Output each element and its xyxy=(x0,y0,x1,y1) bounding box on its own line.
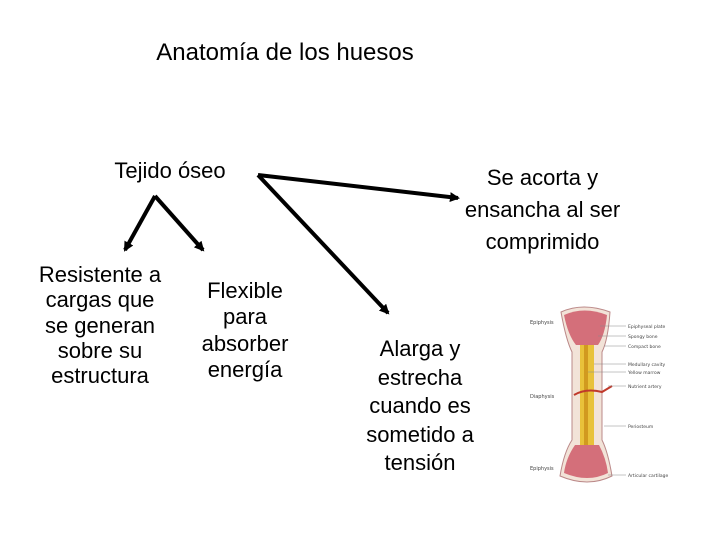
resistant-line: cargas que xyxy=(45,287,155,313)
root-node-tejido-oseo: Tejido óseo xyxy=(114,158,226,183)
bone-label-left: Diaphysis xyxy=(530,394,555,400)
bone-label-right: Epiphyseal plate xyxy=(628,324,666,330)
bone-label-right: Medullary cavity xyxy=(628,362,665,368)
compression-line: comprimido xyxy=(485,228,600,254)
resistant-line: estructura xyxy=(51,363,149,389)
arrow-to-tension xyxy=(256,173,390,315)
tension-line: estrecha xyxy=(377,364,463,390)
bone-label-right: Spongy bone xyxy=(628,334,658,340)
diagram-title: Anatomía de los huesos xyxy=(156,39,414,66)
resistant-line: se generan xyxy=(44,312,156,338)
bone-label-left: Epiphysis xyxy=(530,466,554,472)
bone-label-right: Articular cartilage xyxy=(628,473,669,479)
node-compression: Se acorta y ensancha al ser comprimido xyxy=(430,162,655,258)
bone-label-right: Periosteum xyxy=(628,424,653,430)
node-flexible: Flexible para absorber energía xyxy=(180,278,310,384)
bone-label-right: Compact bone xyxy=(628,344,661,350)
flexible-line: absorber xyxy=(201,330,289,356)
flexible-line: energía xyxy=(207,357,283,383)
compression-line: Se acorta y xyxy=(486,165,599,190)
spongy-bone-bottom xyxy=(564,445,608,478)
arrow-to-resistant xyxy=(123,195,157,252)
resistant-line: sobre su xyxy=(57,337,143,363)
nutrient-artery xyxy=(573,385,613,396)
arrow-to-compression xyxy=(257,173,460,203)
resistant-line: Resistente a xyxy=(38,262,162,287)
tension-line: tensión xyxy=(384,450,456,476)
tension-line: Alarga y xyxy=(379,336,461,361)
long-bone-illustration: Epiphysis Diaphysis Epiphysis Epiphyseal… xyxy=(528,300,708,490)
bone-label-right: Nutrient artery xyxy=(628,384,662,390)
bone-label-right: Yellow marrow xyxy=(627,370,661,376)
flexible-line: Flexible xyxy=(207,278,283,303)
compression-line: ensancha al ser xyxy=(464,196,621,222)
bone-label-left: Epiphysis xyxy=(530,320,554,326)
spongy-bone-top xyxy=(564,310,607,345)
tension-line: sometido a xyxy=(366,421,474,447)
tension-line: cuando es xyxy=(369,393,471,419)
arrow-to-flexible xyxy=(153,194,205,252)
node-tension: Alarga y estrecha cuando es sometido a t… xyxy=(340,335,500,478)
flexible-line: para xyxy=(222,304,268,330)
node-resistant: Resistente a cargas que se generan sobre… xyxy=(10,262,190,388)
